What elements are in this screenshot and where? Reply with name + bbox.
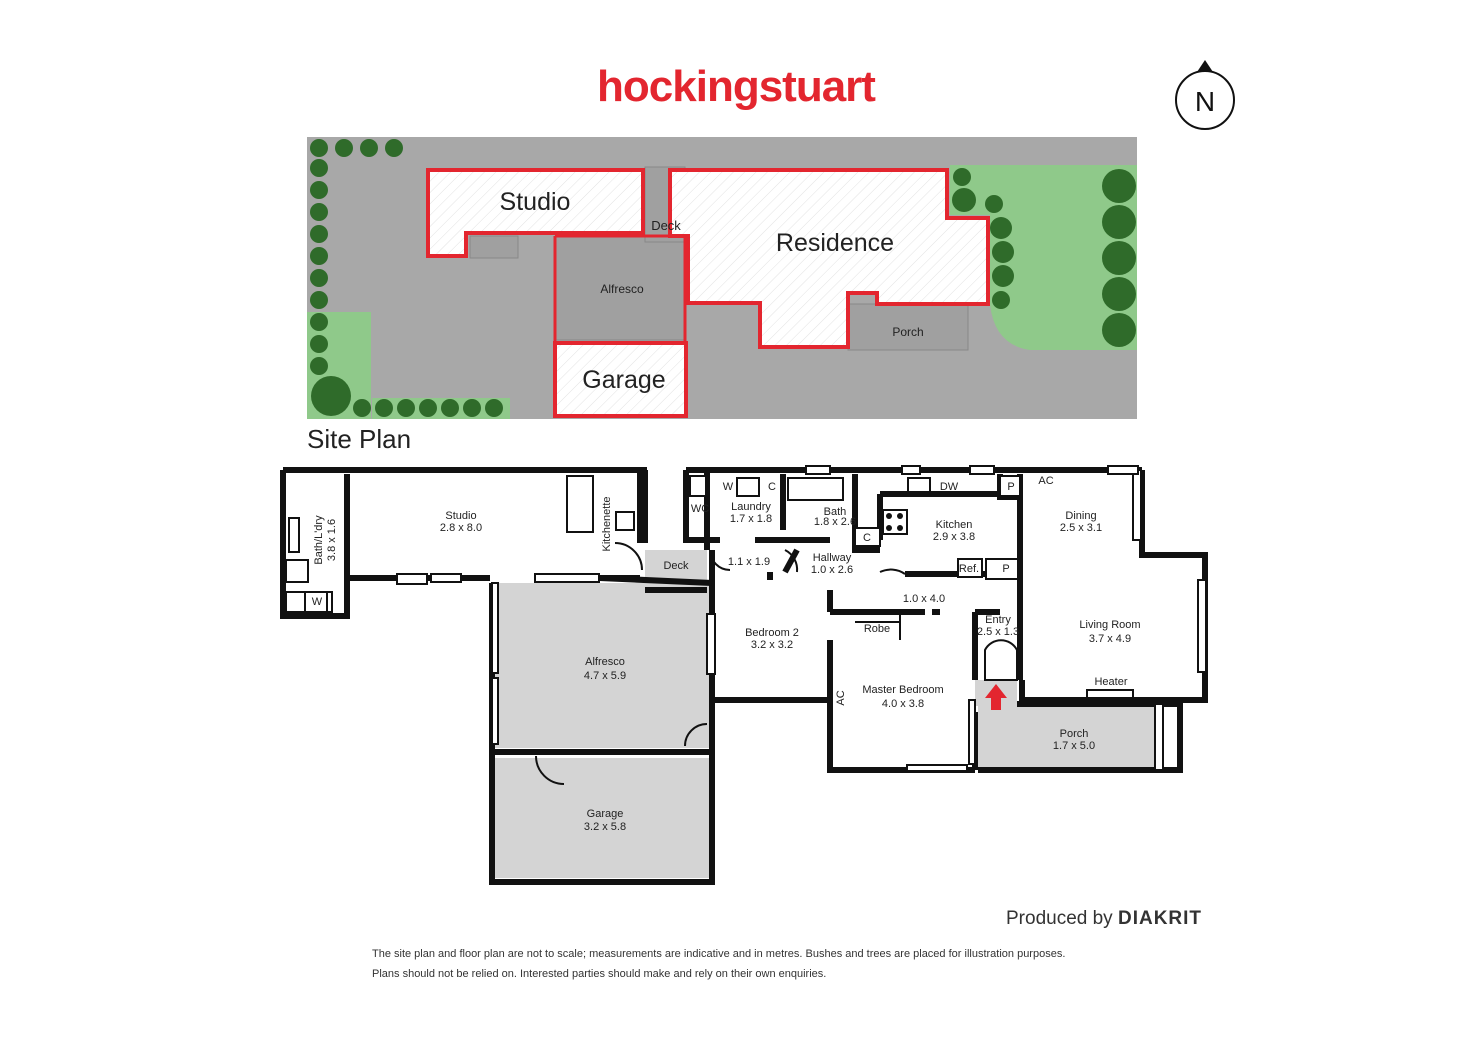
porch-label: Porch	[1060, 728, 1089, 740]
master-bedroom-dim: 4.0 x 3.8	[882, 698, 924, 710]
alfresco-dim: 4.7 x 5.9	[584, 670, 626, 682]
site-trees	[310, 139, 1136, 417]
hallway-c-label: C	[863, 532, 871, 544]
floor-plan: Bath/L'dry 3.8 x 1.6 W Studio 2.8 x 8.0 …	[280, 465, 1208, 885]
master-bedroom-label: Master Bedroom	[862, 684, 943, 696]
entry-label: Entry	[985, 614, 1011, 626]
deck-label: Deck	[663, 560, 689, 572]
site-residence-building	[668, 168, 990, 349]
site-residence-label: Residence	[776, 229, 894, 257]
disclaimer-line-2: Plans should not be relied on. Intereste…	[372, 968, 827, 980]
wc-label: WC	[691, 503, 709, 515]
fridge-pantry-label: P	[1002, 563, 1009, 575]
site-alfresco-label: Alfresco	[600, 282, 644, 296]
site-garage-building	[553, 341, 688, 418]
alfresco-label: Alfresco	[585, 656, 625, 668]
heater-label: Heater	[1094, 676, 1127, 688]
site-deck-label: Deck	[651, 218, 681, 233]
living-label: Living Room	[1079, 619, 1140, 631]
robe-label: Robe	[864, 623, 890, 635]
kitchen-dim: 2.9 x 3.8	[933, 531, 975, 543]
brand-logo: hockingstuart	[597, 62, 876, 111]
bedroom2-dim: 3.2 x 3.2	[751, 639, 793, 651]
dining-ac-label: AC	[1038, 475, 1053, 487]
dining-label: Dining	[1065, 510, 1096, 522]
entry-arrow-icon	[985, 684, 1007, 710]
site-plan: Studio Deck Residence Alfresco Porch Gar…	[307, 137, 1137, 419]
disclaimer: The site plan and floor plan are not to …	[372, 944, 1152, 984]
kitchenette-label: Kitchenette	[601, 496, 613, 551]
porch-dim: 1.7 x 5.0	[1053, 740, 1095, 752]
living-dim: 3.7 x 4.9	[1089, 633, 1131, 645]
porch-floor	[978, 704, 1156, 770]
kitchen-label: Kitchen	[936, 519, 973, 531]
laundry-label: Laundry	[731, 501, 771, 513]
site-garage-label: Garage	[582, 366, 665, 394]
site-alfresco-area	[554, 235, 686, 341]
garage-floor	[495, 758, 710, 878]
site-plan-title: Site Plan	[307, 424, 412, 454]
producer-logo: DIAKRIT	[1117, 908, 1203, 929]
north-compass-icon: N	[1175, 60, 1235, 130]
master-ac-label: AC	[835, 690, 847, 705]
laundry-w-label: W	[723, 481, 734, 493]
bedroom2-label: Bedroom 2	[745, 627, 799, 639]
studio-label: Studio	[445, 510, 476, 522]
garage-label: Garage	[587, 808, 624, 820]
produced-by: Produced by DIAKRIT	[1006, 908, 1202, 930]
bath-lary-w-label: W	[312, 596, 323, 608]
hallway-dim: 1.0 x 2.6	[811, 564, 853, 576]
corridor-dim: 1.0 x 4.0	[903, 593, 945, 605]
bath-lary-dim: 3.8 x 1.6	[326, 519, 338, 561]
entry-dim: 2.5 x 1.3	[977, 626, 1019, 638]
small-hall-dim: 1.1 x 1.9	[728, 556, 770, 568]
fridge-label: Ref.	[959, 563, 979, 575]
laundry-dim: 1.7 x 1.8	[730, 513, 772, 525]
bath-label: Bath	[824, 506, 847, 518]
site-studio-label: Studio	[500, 188, 571, 216]
disclaimer-line-1: The site plan and floor plan are not to …	[372, 948, 1066, 960]
garage-dim: 3.2 x 5.8	[584, 821, 626, 833]
studio-dim: 2.8 x 8.0	[440, 522, 482, 534]
dishwasher-label: DW	[940, 481, 959, 493]
site-studio-building	[426, 168, 645, 258]
site-porch-label: Porch	[892, 325, 923, 339]
dining-dim: 2.5 x 3.1	[1060, 522, 1102, 534]
alfresco-floor	[495, 583, 710, 748]
bath-dim: 1.8 x 2.6	[814, 516, 856, 528]
laundry-c-label: C	[768, 481, 776, 493]
produced-by-text: Produced by	[1006, 908, 1113, 929]
hallway-label: Hallway	[813, 552, 852, 564]
bath-lary-label: Bath/L'dry	[313, 515, 325, 565]
kitchen-pantry-label: P	[1007, 481, 1014, 493]
north-label: N	[1195, 86, 1215, 117]
